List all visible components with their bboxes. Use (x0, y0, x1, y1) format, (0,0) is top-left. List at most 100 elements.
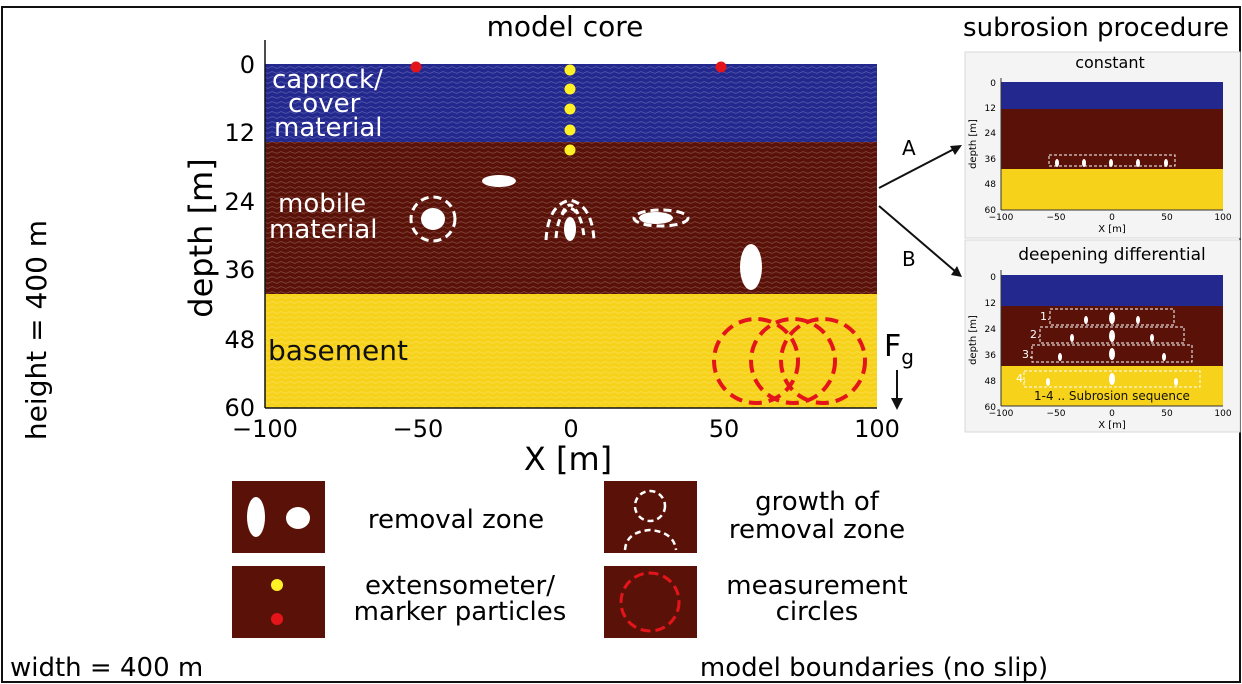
inset-b-x-label: X [m] (1098, 420, 1126, 431)
legend-measurement-circle-icon (619, 571, 681, 633)
inset-b-y-label: depth [m] (968, 315, 979, 365)
legend-growth-icon (633, 489, 667, 523)
inset-a-x-label: X [m] (1098, 224, 1126, 235)
inset-a-title: constant (1075, 53, 1145, 72)
growth-outline (560, 203, 580, 215)
extensometer-particle (564, 83, 576, 95)
x-tick-label: 100 (854, 415, 900, 443)
growth-outline (544, 198, 596, 241)
x-tick-label: 50 (709, 415, 740, 443)
inset-a-y-ticks: 0 12 24 36 48 60 (985, 79, 997, 216)
y-tick-label: 60 (224, 394, 255, 422)
x-tick-label: −50 (393, 415, 444, 443)
removal-zone (740, 244, 762, 290)
growth-outline (409, 195, 457, 243)
height-label: height = 400 m (20, 220, 53, 440)
y-tick-label: 12 (224, 119, 255, 147)
legend-growth-swatch (604, 481, 697, 553)
legend-growth-label: removal zone (729, 515, 905, 545)
inset-b-y-tick: 36 (985, 351, 997, 361)
inset-cavity (1109, 159, 1113, 167)
legend-growth-icon (623, 528, 678, 551)
extensometer-particle (564, 64, 576, 76)
legend-removal-icon (247, 497, 265, 537)
arrow-a-head (950, 145, 962, 155)
y-tick-label: 48 (224, 326, 255, 354)
inset-a-y-tick: 24 (985, 129, 997, 139)
measurement-circle (779, 317, 867, 405)
inset-cavity (1109, 373, 1115, 385)
inset-a-x-tick: 0 (1109, 213, 1115, 223)
inset-cavity (1046, 378, 1050, 386)
caprock-label-line: cover (288, 89, 361, 119)
gravity-arrow-head (891, 398, 903, 410)
inset-b-y-tick: 60 (985, 403, 997, 413)
arrow-b-head (951, 266, 962, 277)
inset-cavity (1055, 159, 1059, 167)
caprock-label: caprock/ cover material (272, 65, 383, 143)
legend: removal zone extensometer/ marker partic… (232, 481, 908, 638)
y-tick-labels: 0 12 24 36 48 60 (224, 51, 255, 422)
inset-constant: constant 0 12 24 36 48 60 −100 −50 0 50 … (964, 51, 1241, 239)
arrow-a-label: A (902, 136, 916, 160)
inset-b-y-tick: 0 (990, 273, 996, 283)
inset-b-x-ticks: −100 −50 0 50 100 (989, 409, 1232, 419)
inset-cavity (1109, 348, 1115, 360)
legend-red-marker (271, 613, 283, 625)
mobile-label-line: mobile (278, 189, 366, 219)
x-tick-labels: −100 −50 0 50 100 (232, 415, 900, 443)
measurement-circle (712, 317, 800, 405)
legend-growth-label: growth of (755, 487, 880, 517)
caprock-label-line: caprock/ (272, 65, 383, 95)
subrosion-title: subrosion procedure (963, 13, 1229, 43)
legend-markers-label: marker particles (354, 597, 567, 627)
inset-b-sequence-label: 1-4 .. Subrosion sequence (1034, 389, 1190, 403)
inset-b-step: 1. (1040, 310, 1051, 323)
inset-b-title: deepening differential (1018, 245, 1206, 265)
inset-cavity (1136, 159, 1140, 167)
inset-b-x-tick: 50 (1161, 409, 1173, 419)
x-tick-label: 0 (563, 415, 578, 443)
inset-a-x-tick: −100 (989, 213, 1014, 223)
removal-zone (564, 217, 576, 241)
mobile-label-line: material (269, 215, 378, 245)
removal-zone (421, 208, 445, 230)
inset-b-x-tick: −50 (1047, 409, 1066, 419)
inset-a-caprock (1001, 82, 1223, 109)
inset-b-step-box (1039, 326, 1185, 344)
inset-b-step: 2. (1030, 328, 1041, 341)
inset-cavity (1164, 159, 1168, 167)
inset-b-basement (1001, 366, 1223, 406)
inset-cavity (1150, 334, 1154, 342)
boundaries-label: model boundaries (no slip) (700, 653, 1048, 683)
red-marker-particle (715, 61, 727, 73)
inset-cavity (1162, 353, 1166, 361)
inset-a-mobile (1001, 109, 1223, 169)
extensometer-particle (564, 144, 576, 156)
y-tick-label: 36 (224, 256, 255, 284)
inset-a-cavities (1055, 159, 1168, 167)
inset-deepening: deepening differential 1. 2. 3. 4. (964, 239, 1241, 433)
inset-a-y-tick: 36 (985, 155, 997, 165)
removal-zone (482, 175, 516, 187)
inset-b-x-tick: 100 (1214, 409, 1231, 419)
inset-b-step-box (1049, 308, 1175, 326)
inset-b-y-tick: 12 (985, 299, 996, 309)
inset-cavity (1109, 330, 1115, 342)
inset-a-y-tick: 60 (985, 206, 997, 216)
growth-outline (632, 208, 690, 228)
extensometer-particle (564, 124, 576, 136)
inset-a-y-tick: 48 (985, 180, 997, 190)
inset-b-x-tick: 0 (1109, 409, 1115, 419)
inset-cavity (1084, 316, 1088, 324)
inset-b-step-box (1031, 344, 1193, 363)
mobile-label: mobile material (269, 189, 378, 245)
inset-a-x-tick: 100 (1214, 213, 1231, 223)
measurement-circle (749, 317, 837, 405)
legend-circles-swatch (604, 566, 697, 638)
inset-b-y-ticks: 0 12 24 36 48 60 (985, 273, 997, 413)
inset-a-y-tick: 0 (990, 79, 996, 89)
basement-label: basement (268, 334, 408, 367)
legend-removal-label: removal zone (368, 505, 544, 535)
arrow-b-label: B (902, 247, 916, 271)
